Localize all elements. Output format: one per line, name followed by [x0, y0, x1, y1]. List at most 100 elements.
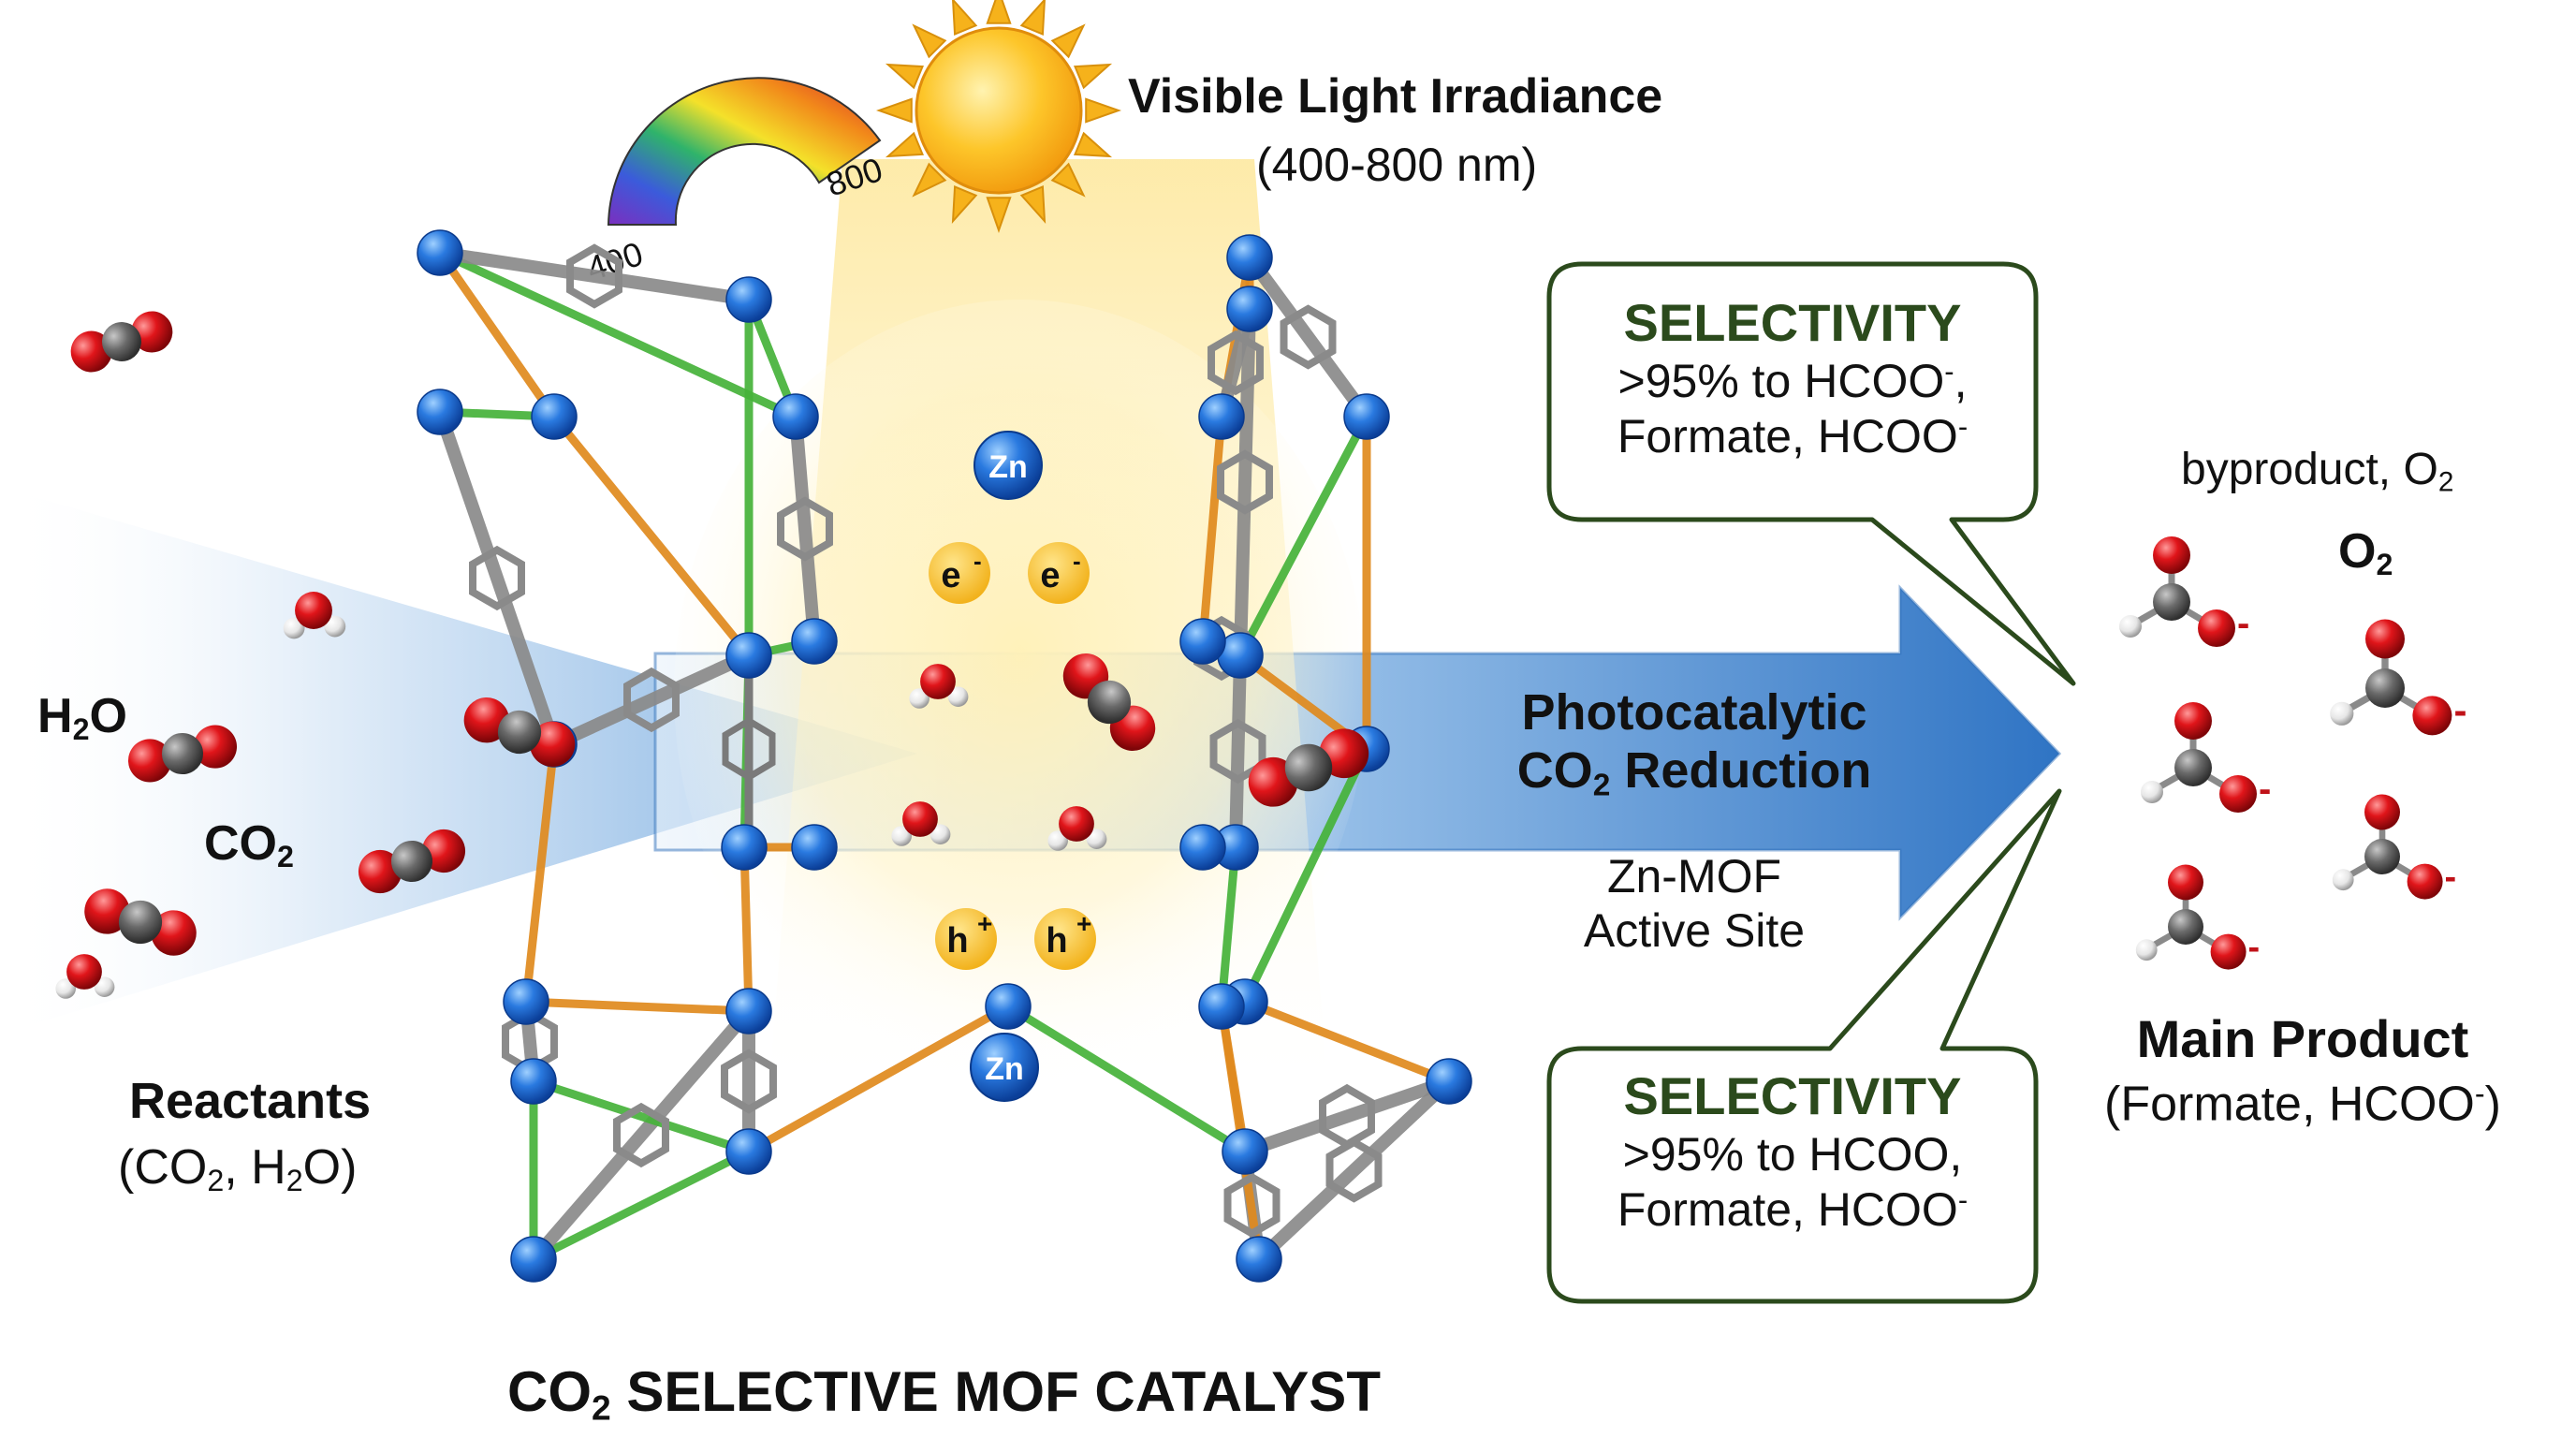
phenyl-ring [566, 243, 622, 309]
framework-node [1226, 234, 1273, 281]
framework-linker [549, 412, 754, 660]
framework-linker [433, 246, 755, 306]
framework-node [417, 389, 463, 435]
framework-linker [1238, 1075, 1456, 1158]
phenyl-ring [1223, 1172, 1281, 1239]
framework-node [510, 1058, 557, 1105]
framework-node [1343, 393, 1390, 440]
main-product-detail: (Formate, HCOO-) [2104, 1077, 2501, 1132]
h2o-molecule [891, 801, 951, 846]
sun-ray [912, 162, 947, 198]
main-product-title: Main Product [2136, 1009, 2469, 1068]
phenyl-ring [623, 667, 680, 733]
framework-linker [744, 1002, 1013, 1156]
molecules-layer: - - - - - [55, 311, 2467, 999]
mof-framework-rings [469, 243, 1383, 1239]
framework-node [1198, 983, 1245, 1030]
sun-ray [986, 197, 1012, 234]
svg-text:e: e [941, 556, 960, 595]
reactants-title: Reactants [129, 1073, 372, 1129]
framework-node [417, 229, 463, 276]
framework-node [1179, 824, 1226, 871]
hole-carrier: h + [1034, 908, 1096, 970]
light-title: Visible Light Irradiance [1128, 69, 1663, 124]
framework-linker [433, 405, 561, 751]
sun-ray [885, 63, 925, 90]
co2-molecule [84, 888, 197, 956]
phenyl-ring [1209, 718, 1266, 785]
co2-molecule [127, 725, 238, 783]
phenyl-ring [1208, 330, 1264, 396]
h2o-molecule [283, 592, 346, 639]
sun-ray [951, 184, 978, 225]
framework-node [725, 632, 772, 679]
framework-node [725, 276, 772, 323]
phenyl-ring [721, 1049, 777, 1114]
framework-linker [529, 1077, 754, 1156]
h2o-molecule [55, 954, 115, 999]
framework-node [725, 988, 772, 1034]
phenyl-ring [1319, 1083, 1375, 1150]
framework-node [791, 618, 838, 665]
framework-node [1226, 286, 1273, 332]
sun-ray [1073, 63, 1113, 90]
h2o-molecule [909, 664, 969, 709]
reactant-h2o-label: H2O [37, 689, 127, 747]
phenyl-ring [1217, 449, 1273, 515]
framework-node [721, 824, 768, 871]
byproduct-formula: O2 [2338, 524, 2393, 582]
framework-linker [435, 248, 800, 421]
selectivity-callout-bottom [1546, 788, 2062, 1304]
sun-ray [986, 0, 1012, 24]
phenyl-ring [469, 545, 525, 611]
reactant-inflow-fan [0, 487, 917, 1034]
co2-molecule [1248, 728, 1369, 807]
phenyl-ring [1280, 304, 1337, 370]
framework-linker [1198, 412, 1226, 646]
svg-text:Zn: Zn [985, 1051, 1024, 1087]
framework-node [510, 1236, 557, 1283]
formate-charge: - [2248, 928, 2261, 967]
formate-charge: - [2454, 688, 2467, 732]
process-label: Photocatalytic CO2 Reduction [1516, 684, 1872, 803]
framework-node [1426, 1058, 1472, 1105]
sun-ray [885, 131, 925, 158]
sun-ray [1019, 0, 1046, 37]
phenyl-ring [613, 1102, 669, 1168]
callout-top-text: SELECTIVITY >95% to HCOO-, Formate, HCOO… [1617, 293, 1969, 463]
formate-charge: - [2259, 769, 2271, 810]
framework-linker [1217, 843, 1240, 1011]
catalyst-title: CO2 SELECTIVE MOF CATALYST [507, 1360, 1381, 1428]
selectivity-callout-top [1546, 261, 2076, 686]
byproduct-caption: byproduct, O2 [2181, 445, 2454, 498]
co2-molecule [70, 311, 173, 373]
framework-linker [1252, 1075, 1456, 1266]
electron-carrier: e - [929, 542, 990, 604]
formate-molecule: - [2119, 536, 2249, 647]
electron-carrier: e - [1028, 542, 1090, 604]
svg-text:h: h [1046, 921, 1067, 961]
reactants-detail: (CO2, H2O) [118, 1140, 358, 1198]
formate-molecule: - [2332, 794, 2456, 900]
framework-node [1179, 618, 1226, 665]
framework-node [985, 983, 1032, 1030]
framework-node [791, 824, 838, 871]
sun-ray [875, 97, 913, 124]
phenyl-ring [777, 496, 833, 562]
framework-linker [789, 410, 821, 648]
light-range: (400-800 nm) [1256, 139, 1538, 191]
sun-ray [1073, 131, 1113, 158]
framework-linker [435, 248, 559, 421]
framework-linker [529, 1147, 754, 1264]
framework-node [772, 393, 819, 440]
framework-linker [1243, 251, 1373, 423]
formate-molecule: - [2141, 702, 2271, 813]
framework-linker [527, 1005, 755, 1266]
svg-text:-: - [973, 547, 982, 575]
active-site-label: Zn-MOF Active Site [1583, 850, 1806, 957]
catalyst-glow [674, 300, 1367, 1086]
co2-molecule [358, 829, 466, 894]
framework-node [531, 393, 578, 440]
svg-text:h: h [946, 921, 968, 961]
